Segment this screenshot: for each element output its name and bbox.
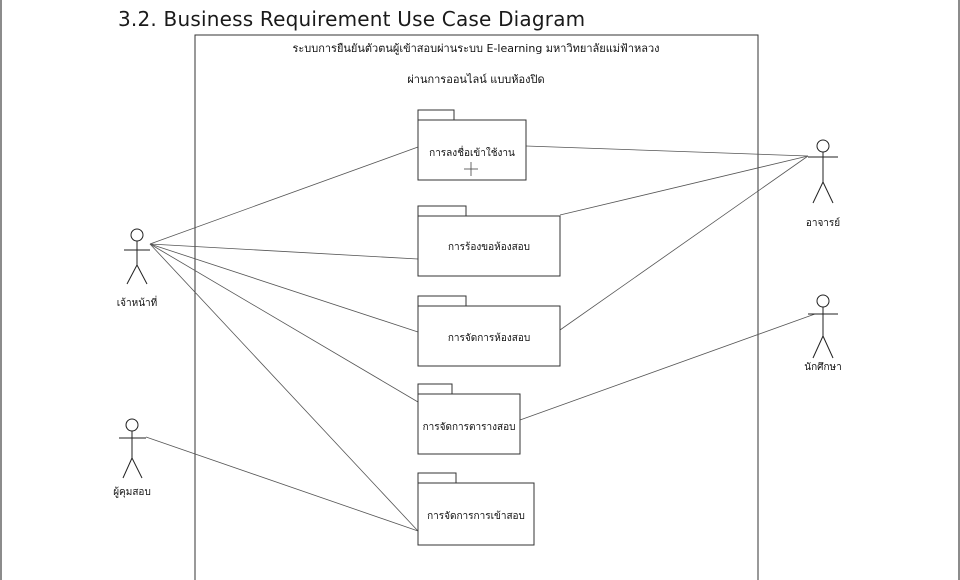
actor-label-officer: เจ้าหน้าที่ (117, 295, 158, 309)
association-officer-p3 (149, 243, 419, 333)
package-label-exam-schedule: การจัดการตารางสอบ (423, 422, 516, 433)
actor-label-teacher: อาจารย์ (806, 217, 840, 229)
package-tab (417, 383, 453, 395)
association-student-p4 (519, 313, 816, 421)
section-heading: 3.2. Business Requirement Use Case Diagr… (118, 7, 586, 31)
viewer-border-left (0, 0, 2, 580)
system-boundary (194, 34, 759, 580)
actor-officer[interactable] (124, 228, 150, 285)
package-room-request[interactable]: การร้องขอห้องสอบ (417, 205, 561, 277)
actor-student[interactable] (808, 294, 838, 359)
viewer-border-right (958, 0, 960, 580)
association-officer-p5 (149, 243, 419, 532)
package-body (417, 215, 561, 277)
actor-label-proctor: ผู้คุมสอบ (113, 486, 151, 498)
actor-label-student: นักศึกษา (804, 361, 842, 373)
association-lines (145, 145, 816, 532)
package-tab (417, 295, 467, 307)
package-body (417, 393, 521, 455)
package-label-room-request: การร้องขอห้องสอบ (448, 241, 530, 253)
package-tab (417, 205, 467, 217)
association-proctor-p5 (145, 436, 419, 532)
association-officer-p1 (149, 146, 419, 245)
association-teacher-p1 (525, 145, 809, 157)
package-login[interactable]: การลงชื่อเข้าใช้งาน (417, 109, 527, 181)
package-exam-schedule[interactable]: การจัดการตารางสอบ (417, 383, 521, 455)
package-tab (417, 109, 455, 121)
system-title-line1: ระบบการยืนยันตัวตนผู้เข้าสอบผ่านระบบ E-l… (292, 42, 659, 55)
association-teacher-p2 (559, 155, 809, 216)
package-label-login: การลงชื่อเข้าใช้งาน (429, 145, 515, 159)
crosshair-icon (464, 162, 478, 176)
package-body (417, 482, 535, 546)
actor-proctor[interactable] (119, 418, 146, 479)
package-label-exam-access: การจัดการการเข้าสอบ (427, 510, 525, 522)
package-body (417, 305, 561, 367)
package-body (417, 119, 527, 181)
package-label-room-management: การจัดการห้องสอบ (448, 332, 530, 344)
actor-teacher[interactable] (808, 139, 838, 204)
package-exam-access[interactable]: การจัดการการเข้าสอบ (417, 472, 535, 546)
association-officer-p4 (149, 243, 419, 403)
system-title-line2: ผ่านการออนไลน์ แบบห้องปิด (407, 73, 544, 86)
association-officer-p2 (149, 243, 419, 260)
association-teacher-p3 (559, 155, 809, 331)
package-room-management[interactable]: การจัดการห้องสอบ (417, 295, 561, 367)
package-tab (417, 472, 457, 484)
